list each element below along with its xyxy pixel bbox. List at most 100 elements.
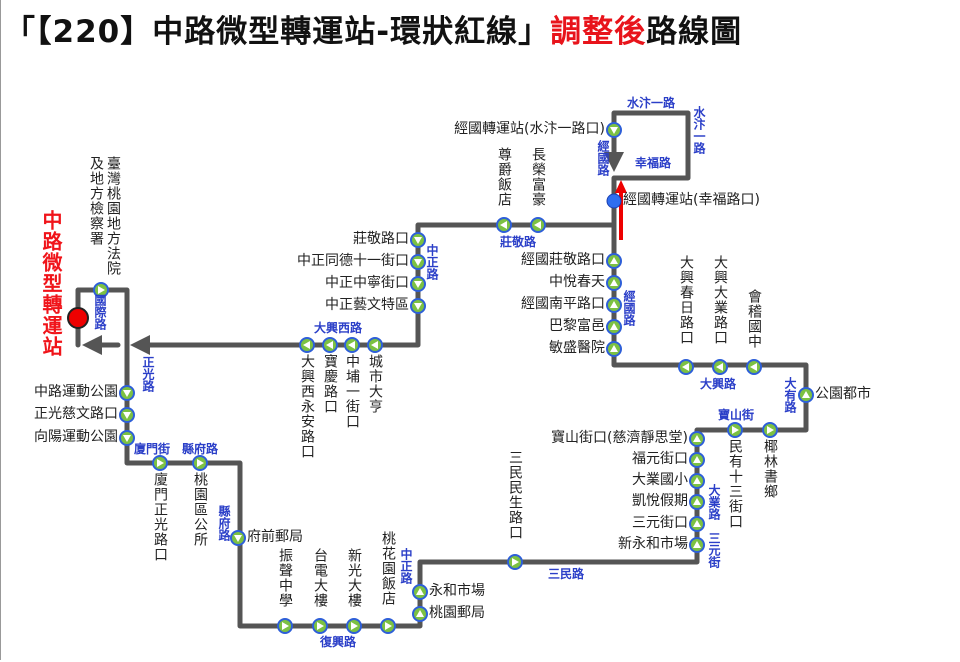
- stop-marker[interactable]: [689, 516, 705, 532]
- stop-marker[interactable]: [312, 618, 328, 634]
- stop-label: 桃園區公所: [192, 472, 208, 547]
- stop-label: 莊敬路口: [353, 231, 409, 247]
- stop-marker[interactable]: [410, 298, 426, 314]
- terminal-marker[interactable]: [67, 307, 89, 329]
- stop-marker[interactable]: [606, 341, 622, 357]
- title-highlight: 調整後: [550, 14, 647, 50]
- stop-label: 三元街口: [632, 515, 688, 531]
- stop-marker[interactable]: [192, 455, 208, 471]
- stop-label: 敏盛醫院: [549, 340, 605, 356]
- road-label: 寶山街: [718, 408, 755, 422]
- stop-marker[interactable]: [344, 337, 360, 353]
- road-label: 水汴一路: [627, 96, 676, 110]
- road-label: 廈門街: [134, 442, 171, 456]
- stop-marker[interactable]: [496, 217, 512, 233]
- stop-marker[interactable]: [727, 422, 743, 438]
- stop-label: 經國南平路口: [521, 296, 605, 312]
- stop-label: 中正同德十一街口: [297, 253, 409, 269]
- road-label: 中正路: [425, 244, 439, 280]
- direction-arrow-icon: [512, 558, 519, 566]
- stop-label: 新光大樓: [346, 548, 362, 608]
- stop-label: 中正中寧街口: [325, 275, 409, 291]
- road-label: 經國路: [596, 140, 610, 176]
- stop-marker[interactable]: [762, 422, 778, 438]
- stop-marker[interactable]: [152, 455, 168, 471]
- stop-marker[interactable]: [606, 193, 622, 209]
- stop-marker[interactable]: [689, 537, 705, 553]
- road-label: 縣府路: [182, 442, 219, 456]
- stop-marker[interactable]: [689, 431, 705, 447]
- stop-label: 桃花園飯店: [380, 531, 396, 606]
- stop-marker[interactable]: [412, 584, 428, 600]
- stop-marker[interactable]: [606, 122, 622, 138]
- direction-arrow-icon: [385, 622, 392, 630]
- direction-arrow-icon: [610, 127, 618, 134]
- road-label: 大業路: [707, 484, 721, 520]
- stop-marker[interactable]: [746, 359, 762, 375]
- stop-label: 廈門正光路口: [152, 472, 168, 562]
- stop-marker[interactable]: [507, 554, 523, 570]
- direction-arrow-icon: [610, 279, 618, 286]
- stop-marker[interactable]: [230, 530, 246, 546]
- stop-label: 大興春日路口: [678, 255, 694, 345]
- direction-arrow-icon: [157, 459, 164, 467]
- stop-label: 永和市場: [429, 583, 485, 599]
- stop-marker[interactable]: [689, 494, 705, 510]
- stop-marker[interactable]: [410, 276, 426, 292]
- stop-label: 振聲中學: [277, 548, 293, 608]
- direction-arrow-icon: [750, 363, 757, 371]
- stop-marker[interactable]: [299, 337, 315, 353]
- stop-marker[interactable]: [380, 618, 396, 634]
- stop-marker[interactable]: [119, 385, 135, 401]
- stop-label: 尊爵飯店: [496, 147, 512, 207]
- stop-label: 長榮富豪: [530, 147, 546, 207]
- stop-marker[interactable]: [530, 217, 546, 233]
- stop-marker[interactable]: [119, 407, 135, 423]
- direction-arrow-icon: [197, 459, 204, 467]
- stop-label: 經國轉運站(幸福路口): [623, 192, 760, 208]
- road-label: 中正路: [399, 548, 413, 584]
- stop-marker[interactable]: [410, 254, 426, 270]
- direction-arrow-icon: [303, 341, 310, 349]
- stop-marker[interactable]: [689, 473, 705, 489]
- stop-marker[interactable]: [798, 387, 814, 403]
- direction-arrow-icon: [682, 363, 689, 371]
- direction-arrow-icon: [610, 301, 618, 308]
- stop-marker[interactable]: [322, 337, 338, 353]
- direction-arrow-icon: [414, 259, 422, 266]
- stop-marker[interactable]: [346, 618, 362, 634]
- stop-marker[interactable]: [606, 319, 622, 335]
- stop-marker[interactable]: [606, 297, 622, 313]
- direction-arrow-icon: [371, 341, 378, 349]
- road-label: 三民路: [548, 567, 585, 581]
- stop-label: 凱悅假期: [632, 493, 688, 509]
- stop-label: 中正藝文特區: [325, 297, 409, 313]
- direction-arrow-icon: [693, 435, 701, 442]
- stop-marker[interactable]: [606, 275, 622, 291]
- stop-marker[interactable]: [277, 618, 293, 634]
- stop-label: 城市大亨: [367, 354, 383, 414]
- stop-marker[interactable]: [93, 282, 109, 298]
- direction-arrow-icon: [317, 622, 324, 630]
- stop-marker[interactable]: [712, 359, 728, 375]
- stop-marker[interactable]: [367, 337, 383, 353]
- stop-label: 中路運動公園: [34, 384, 118, 400]
- direction-arrow-icon: [416, 588, 424, 595]
- stop-marker[interactable]: [606, 253, 622, 269]
- road-label: 正光路: [141, 356, 155, 392]
- stop-marker[interactable]: [412, 606, 428, 622]
- direction-arrow-icon: [693, 477, 701, 484]
- direction-arrow-icon: [693, 541, 701, 548]
- direction-arrow-icon: [416, 610, 424, 617]
- stop-marker[interactable]: [678, 359, 694, 375]
- stop-marker[interactable]: [119, 430, 135, 446]
- direction-arrow-icon: [348, 341, 355, 349]
- stop-marker[interactable]: [410, 232, 426, 248]
- direction-arrow-icon: [693, 520, 701, 527]
- title-main: 「【220】中路微型轉運站-環狀紅線」: [4, 14, 551, 50]
- stop-label: 中埔一街口: [344, 354, 360, 429]
- direction-arrow-icon: [234, 535, 242, 542]
- stop-label: 府前郵局: [247, 529, 303, 545]
- stop-marker[interactable]: [689, 452, 705, 468]
